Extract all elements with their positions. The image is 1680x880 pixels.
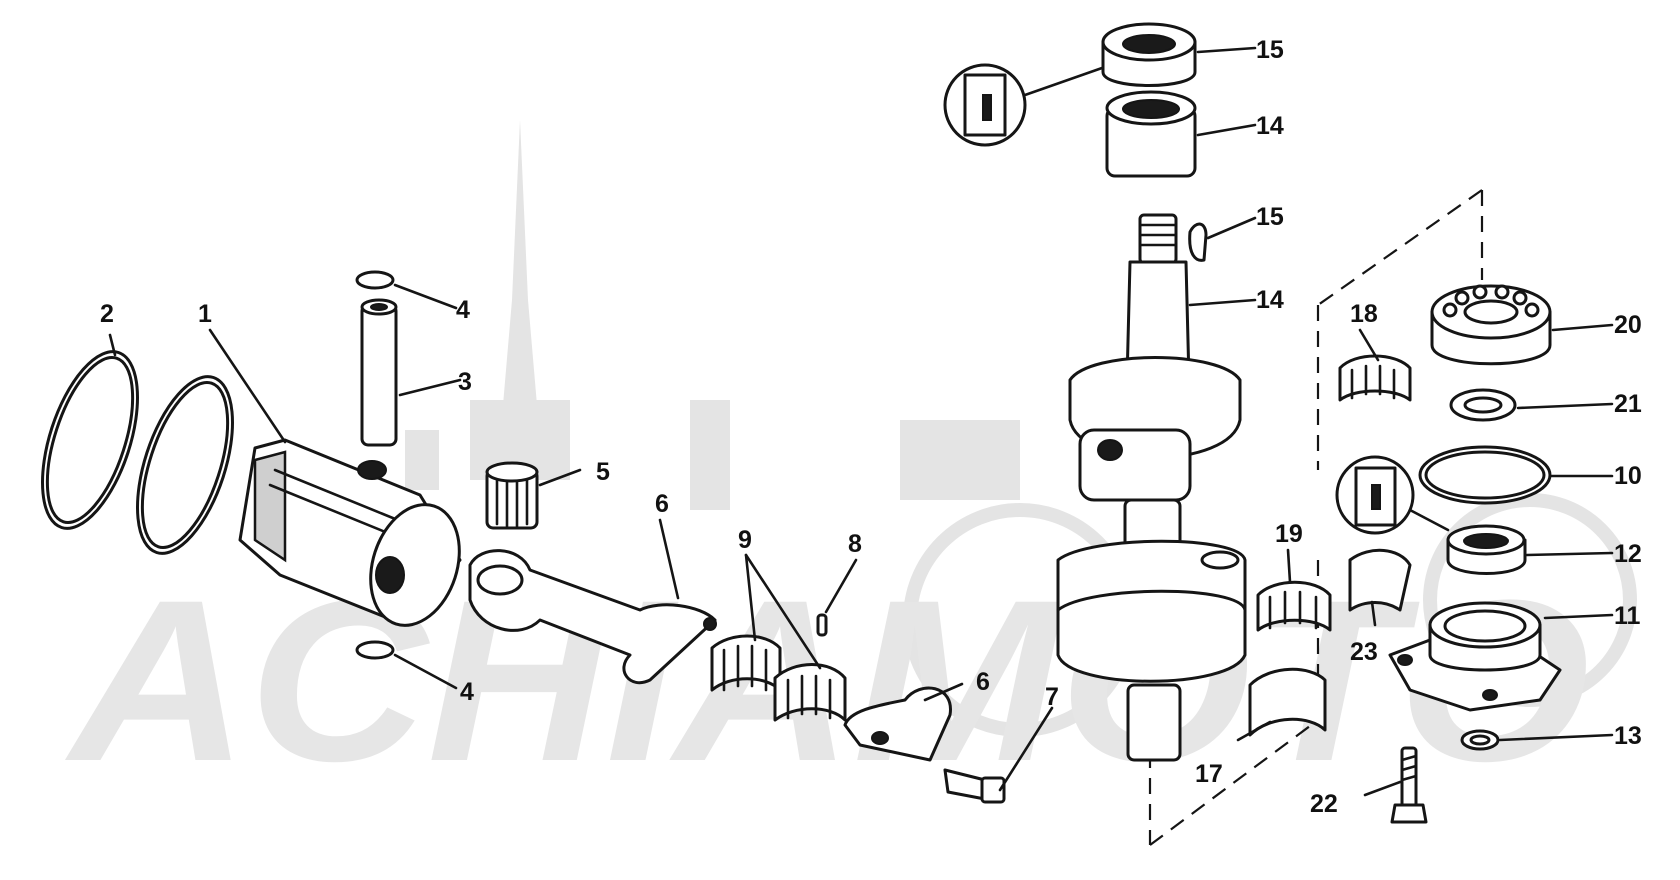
callout-6-rod: 6: [655, 490, 669, 518]
callout-17: 15: [1256, 203, 1284, 231]
callout-19-upper: 18: [1350, 300, 1378, 328]
retaining-clip-bottom: [355, 640, 395, 660]
oil-seal-lower: [1446, 524, 1527, 575]
callout-7: 7: [1045, 683, 1059, 711]
callout-3: 3: [458, 368, 472, 396]
callout-16: 14: [1256, 286, 1284, 314]
needle-bearing-half-lower: [1256, 580, 1332, 632]
bearing-cage-right: [773, 663, 847, 722]
dowel-pin: [816, 613, 828, 637]
callout-4-top: 4: [456, 296, 470, 324]
callout-22: 22: [1310, 790, 1338, 818]
seal-detail-inset-middle: [1335, 455, 1450, 535]
callout-19-lower: 19: [1275, 520, 1303, 548]
callout-18: 17: [1195, 760, 1223, 788]
leader-lines: [108, 46, 1614, 797]
callout-21: 21: [1614, 390, 1642, 418]
callout-6-cap: 6: [976, 668, 990, 696]
needle-bearing-half-upper: [1338, 354, 1412, 402]
wrist-pin: [360, 298, 398, 447]
woodruff-key: [1188, 222, 1208, 262]
callout-11: 11: [1614, 602, 1641, 630]
callout-12: 12: [1614, 540, 1642, 568]
retaining-clip-top: [355, 270, 395, 290]
ball-bearing: [1430, 284, 1552, 366]
bearing-housing: [1388, 601, 1562, 712]
oil-seal-top: [1101, 22, 1197, 87]
piston-rings: [41, 350, 234, 555]
piston: [238, 438, 462, 627]
bearing-sleeve: [1348, 548, 1412, 612]
callout-14: 14: [1256, 112, 1284, 140]
rod-cap: [843, 686, 952, 762]
seal-detail-inset-top: [943, 63, 1104, 147]
callout-labels: 2 1 4 3 5 6 9 8 4 6 7 15 14 15 14 18 20 …: [100, 36, 1642, 818]
o-ring: [1418, 445, 1552, 505]
crankshaft: [1056, 213, 1247, 762]
callout-15: 15: [1256, 36, 1284, 64]
callout-10: 10: [1614, 462, 1642, 490]
callout-8: 8: [848, 530, 862, 558]
callout-23: 23: [1350, 638, 1378, 666]
callout-5: 5: [596, 458, 610, 486]
rod-bolt: [943, 768, 1006, 804]
callout-20: 20: [1614, 311, 1642, 339]
housing-bolt: [1390, 746, 1428, 824]
callout-1: 1: [198, 300, 212, 328]
bearing-cage-left: [710, 634, 782, 692]
retaining-ring: [1449, 388, 1517, 422]
main-bearing-top: [1105, 90, 1197, 178]
callout-9: 9: [738, 526, 752, 554]
washer: [1460, 729, 1500, 751]
callout-2: 2: [100, 300, 114, 328]
callout-4-bottom: 4: [460, 678, 474, 706]
callout-13: 13: [1614, 722, 1642, 750]
connecting-rod: [468, 549, 717, 685]
needle-bearing-small-end: [485, 461, 539, 530]
